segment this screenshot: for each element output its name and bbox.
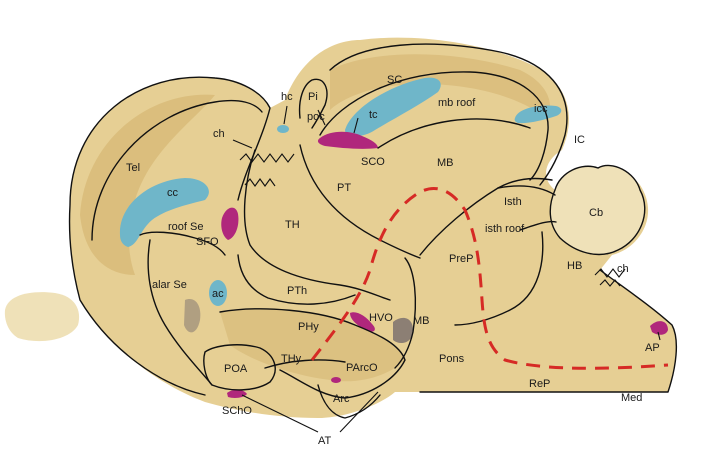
label-prep: PreP	[449, 253, 473, 265]
label-ic: IC	[574, 134, 585, 146]
label-mb-top: MB	[437, 157, 454, 169]
label-tc: tc	[369, 109, 378, 121]
label-pons: Pons	[439, 353, 465, 365]
label-sco: SCO	[361, 156, 385, 168]
label-parco: PArcO	[346, 362, 378, 374]
label-cc: cc	[167, 187, 179, 199]
label-scho: SChO	[222, 405, 252, 417]
label-arc: Arc	[333, 393, 350, 405]
label-pth: PTh	[287, 285, 307, 297]
label-isth-roof: isth roof	[485, 223, 525, 235]
label-ch-left: ch	[213, 128, 225, 140]
label-poa: POA	[224, 363, 248, 375]
label-icc: icc	[534, 103, 548, 115]
label-sfo: SFO	[196, 236, 219, 248]
label-at: AT	[318, 435, 332, 447]
label-ap: AP	[645, 342, 660, 354]
label-hc: hc	[281, 91, 293, 103]
label-rep: ReP	[529, 378, 550, 390]
label-th: TH	[285, 219, 300, 231]
hc-shape	[277, 125, 289, 133]
label-mb-bottom: MB	[413, 315, 430, 327]
label-thy: THy	[281, 353, 302, 365]
label-phy: PHy	[298, 321, 319, 333]
label-hb: HB	[567, 260, 582, 272]
label-alar-se: alar Se	[152, 279, 187, 291]
label-pi: Pi	[308, 91, 318, 103]
label-tel: Tel	[126, 162, 140, 174]
olfactory-bulb-tissue	[5, 292, 79, 341]
label-ac: ac	[212, 288, 224, 300]
label-mb-roof: mb roof	[438, 97, 476, 109]
label-sc: SC	[387, 74, 402, 86]
label-hvo: HVO	[369, 312, 393, 324]
label-poc: poc	[307, 111, 325, 123]
label-isth: Isth	[504, 196, 522, 208]
label-pt: PT	[337, 182, 351, 194]
parco-shape	[331, 377, 341, 383]
label-roof-se: roof Se	[168, 221, 203, 233]
label-cb: Cb	[589, 207, 603, 219]
label-med: Med	[621, 392, 642, 404]
label-ch-right: ch	[617, 263, 629, 275]
